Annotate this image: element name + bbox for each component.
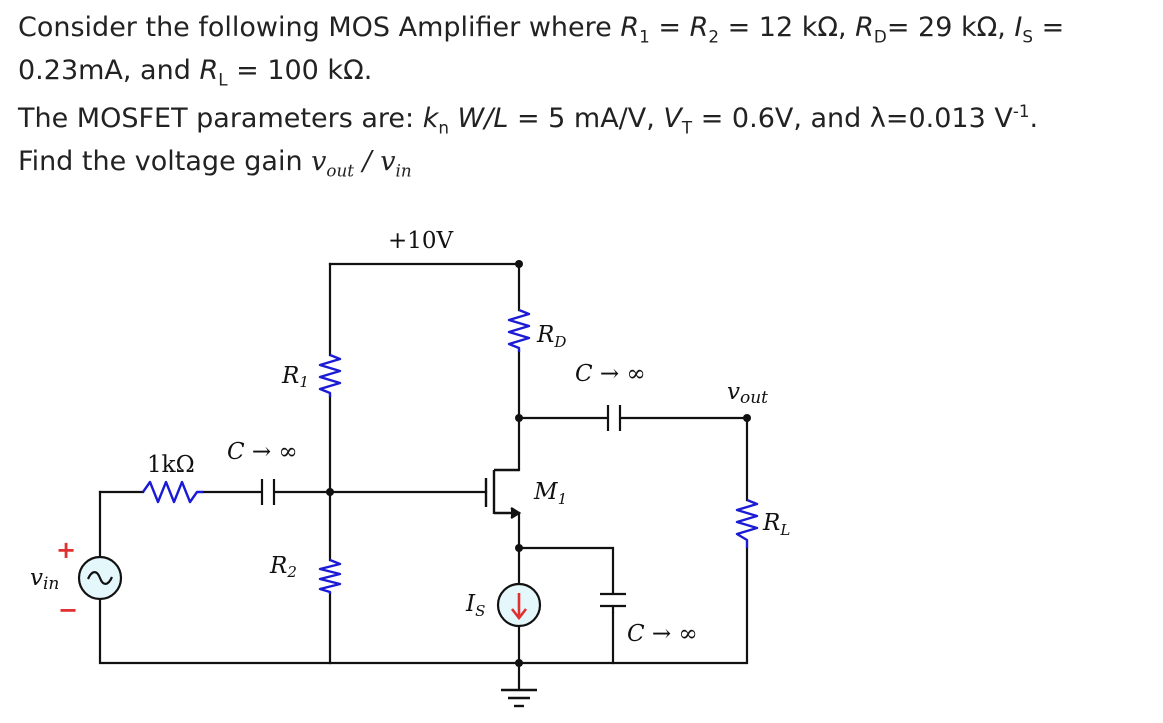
output-capacitor [606,405,622,431]
rl-symbol: R [199,55,219,86]
r12-value: = 12 kΩ, [718,12,856,43]
junction-drain [515,414,523,422]
plus-sign: + [56,536,76,564]
bypass-cap-label: C → ∞ [627,621,698,647]
rd-resistor [507,308,531,352]
source-bottom-wire [98,546,749,665]
rd-symbol: R [855,12,874,43]
r1-subscript: 1 [639,26,650,47]
gain-numerator-subscript: out [326,160,354,181]
intro-text: Consider the following MOS Amplifier whe… [18,12,621,43]
junction-gate [326,488,334,496]
gain-denominator-subscript: in [395,160,412,181]
params-intro: The MOSFET parameters are: [18,103,423,134]
wl-symbol: W/L [448,103,509,134]
problem-line-2: The MOSFET parameters are: kn W/L = 5 mA… [18,97,1153,183]
current-source-is [496,582,542,628]
rl-value: = 100 kΩ. [227,55,373,86]
r1-label: R1 [281,363,309,391]
input-cap-label: C → ∞ [227,439,298,465]
supply-label: +10V [388,228,454,254]
is-value: = 0.23mA, and [18,12,1065,86]
vout-label: vout [727,379,768,408]
mosfet-m1 [484,468,522,520]
cap-output-wire [619,416,749,502]
ac-source-vin [77,555,123,601]
kn-subscript: n [438,117,449,138]
rd-value: = 29 kΩ, [886,12,1015,43]
wires [98,262,749,690]
gain-slash: / [353,146,381,177]
is-subscript: S [1022,26,1033,47]
ground-symbol [501,688,537,708]
r1-resistor [318,353,342,397]
lambda-exponent: -1 [1012,101,1030,121]
is-label: IS [465,591,485,620]
r1-symbol: R [620,12,640,43]
vt-symbol: V [663,103,682,134]
rl-resistor [735,498,759,548]
rl-label: RL [762,510,790,539]
gain-denominator: v [380,146,396,177]
kn-symbol: k [422,103,439,134]
r2-subscript: 2 [708,26,719,47]
bypass-wire [517,546,615,595]
r2-label: R2 [269,553,297,581]
r-source-resistor [142,480,203,504]
kn-value: = 5 mA/V, [508,103,664,134]
r2-symbol: R [689,12,709,43]
vt-subscript: T [681,117,693,138]
junction-supply [515,260,523,268]
equals-sign: = [649,12,690,43]
r2-resistor [318,558,342,594]
r-source-label: 1kΩ [147,452,195,478]
rl-subscript: L [218,69,228,90]
junction-vout [743,414,751,422]
period: . [1029,103,1039,134]
rd-subscript: D [873,26,887,47]
lambda-value: λ=0.013 V [869,103,1013,134]
m1-label: M1 [533,479,567,508]
junctions [326,260,751,667]
rd-label: RD [536,322,566,351]
vt-value: = 0.6V, and [692,103,870,134]
junction-ground [515,659,523,667]
minus-sign: − [58,596,78,624]
gain-numerator: v [311,146,327,177]
output-cap-label: C → ∞ [575,361,646,387]
is-symbol: I [1014,12,1023,43]
bypass-capacitor [600,592,626,613]
problem-line-1: Consider the following MOS Amplifier whe… [18,6,1153,92]
junction-source [515,544,523,552]
vin-label: vin [30,565,59,594]
problem-statement: Consider the following MOS Amplifier whe… [18,6,1153,183]
find-text: Find the voltage gain [18,146,312,177]
input-capacitor [260,479,276,505]
gain-expression: vout / vin [311,146,412,181]
